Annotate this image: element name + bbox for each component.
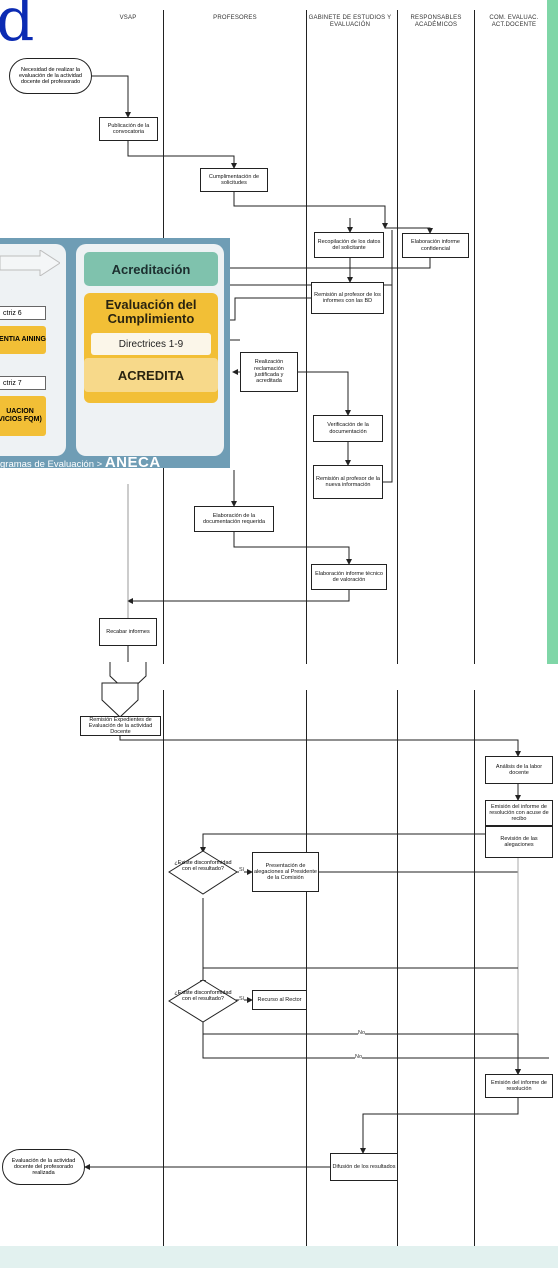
aneca-directriz-6: ctriz 6	[0, 306, 46, 320]
lane-profesores: PROFESORES	[213, 15, 257, 21]
box-remision-nueva: Remisión al profesor de la nueva informa…	[313, 465, 383, 499]
aneca-logo-text: ANECA	[104, 454, 161, 468]
green-side-bar	[547, 0, 558, 664]
box-remision-expedientes: Remisión Expedientes de Evaluación de la…	[80, 716, 161, 736]
aneca-acredita: ACREDITA	[84, 358, 218, 392]
box-remision-profesor: Remisión al profesor de los informes con…	[311, 282, 384, 314]
box-difusion: Difusión de los resultados	[330, 1153, 398, 1181]
box-doc-requerida: Elaboración de la documentación requerid…	[194, 506, 274, 532]
lane-vsap: VSAP	[119, 15, 137, 21]
label-si-2: Sí	[239, 996, 245, 1002]
decision-disconformidad-2: ¿Existe disconformidad con el resultado?	[174, 990, 232, 1003]
end-oval-evaluacion: Evaluación de la actividad docente del p…	[2, 1149, 85, 1185]
lane-separator	[474, 10, 475, 664]
start-oval-necesidad: Necesidad de realizar la evaluación de l…	[9, 58, 92, 94]
box-informe-confidencial: Elaboración informe confidencial	[402, 233, 469, 258]
box-revision-alegaciones: Revisión de las alegaciones	[485, 826, 553, 858]
label-no-2: No	[358, 1030, 366, 1036]
box-presentacion-alegaciones: Presentación de alegaciones al President…	[252, 852, 319, 892]
box-informe-tecnico: Elaboración informe técnico de valoració…	[311, 564, 387, 590]
arrow-right-icon	[0, 250, 60, 276]
aneca-evaluacion-servicios: UACION VICIOS FQM)	[0, 396, 46, 436]
box-recurso-rector: Recurso al Rector	[252, 990, 307, 1010]
box-analisis: Análisis de la labor docente	[485, 756, 553, 784]
lane-comision: COM. EVALUAC. ACT.DOCENTE	[489, 15, 539, 29]
bottom-strip	[0, 1246, 558, 1268]
aneca-acreditacion: Acreditación	[84, 252, 218, 286]
lane-separator	[306, 10, 307, 664]
aneca-footer-text: gramas de Evaluación >	[0, 459, 105, 468]
lane-responsables: RESPONSABLES ACADÉMICOS	[410, 15, 462, 29]
aneca-directriz-7: ctriz 7	[0, 376, 46, 390]
label-no-1: No	[355, 1054, 363, 1060]
box-verificacion: Verificación de la documentación	[313, 415, 383, 442]
box-recabar: Recabar informes	[99, 618, 157, 646]
decision-disconformidad-1: ¿Existe disconformidad con el resultado?	[174, 860, 232, 873]
aneca-footer: gramas de Evaluación > ANECA	[0, 454, 230, 468]
box-cumplimentacion: Cumplimentación de solicitudes	[200, 168, 268, 192]
aneca-graphic: Acreditación Evaluación del Cumplimiento…	[0, 238, 230, 468]
box-publicacion: Publicación de la convocatoria	[99, 117, 158, 141]
label-si-1: Sí	[239, 867, 245, 873]
box-recopilacion: Recopilación de los datos del solicitant…	[314, 232, 384, 258]
aneca-cumplimiento-title: Evaluación del Cumplimiento	[105, 297, 197, 327]
lane-separator	[163, 690, 164, 1246]
lane-gabinete: GABINETE DE ESTUDIOS Y EVALUACIÓN	[308, 15, 392, 29]
box-reclamacion: Realización reclamación justificada y ac…	[240, 352, 298, 392]
aneca-docentia: CENTIA AINING	[0, 326, 46, 354]
aneca-directrices: Directrices 1-9	[91, 333, 211, 355]
lane-separator	[397, 10, 398, 664]
slide-title-letter: d	[0, 0, 35, 55]
box-emision-informe: Emisión del informe de resolución con ac…	[485, 800, 553, 826]
box-emision-resolucion: Emisión del informe de resolución	[485, 1074, 553, 1098]
